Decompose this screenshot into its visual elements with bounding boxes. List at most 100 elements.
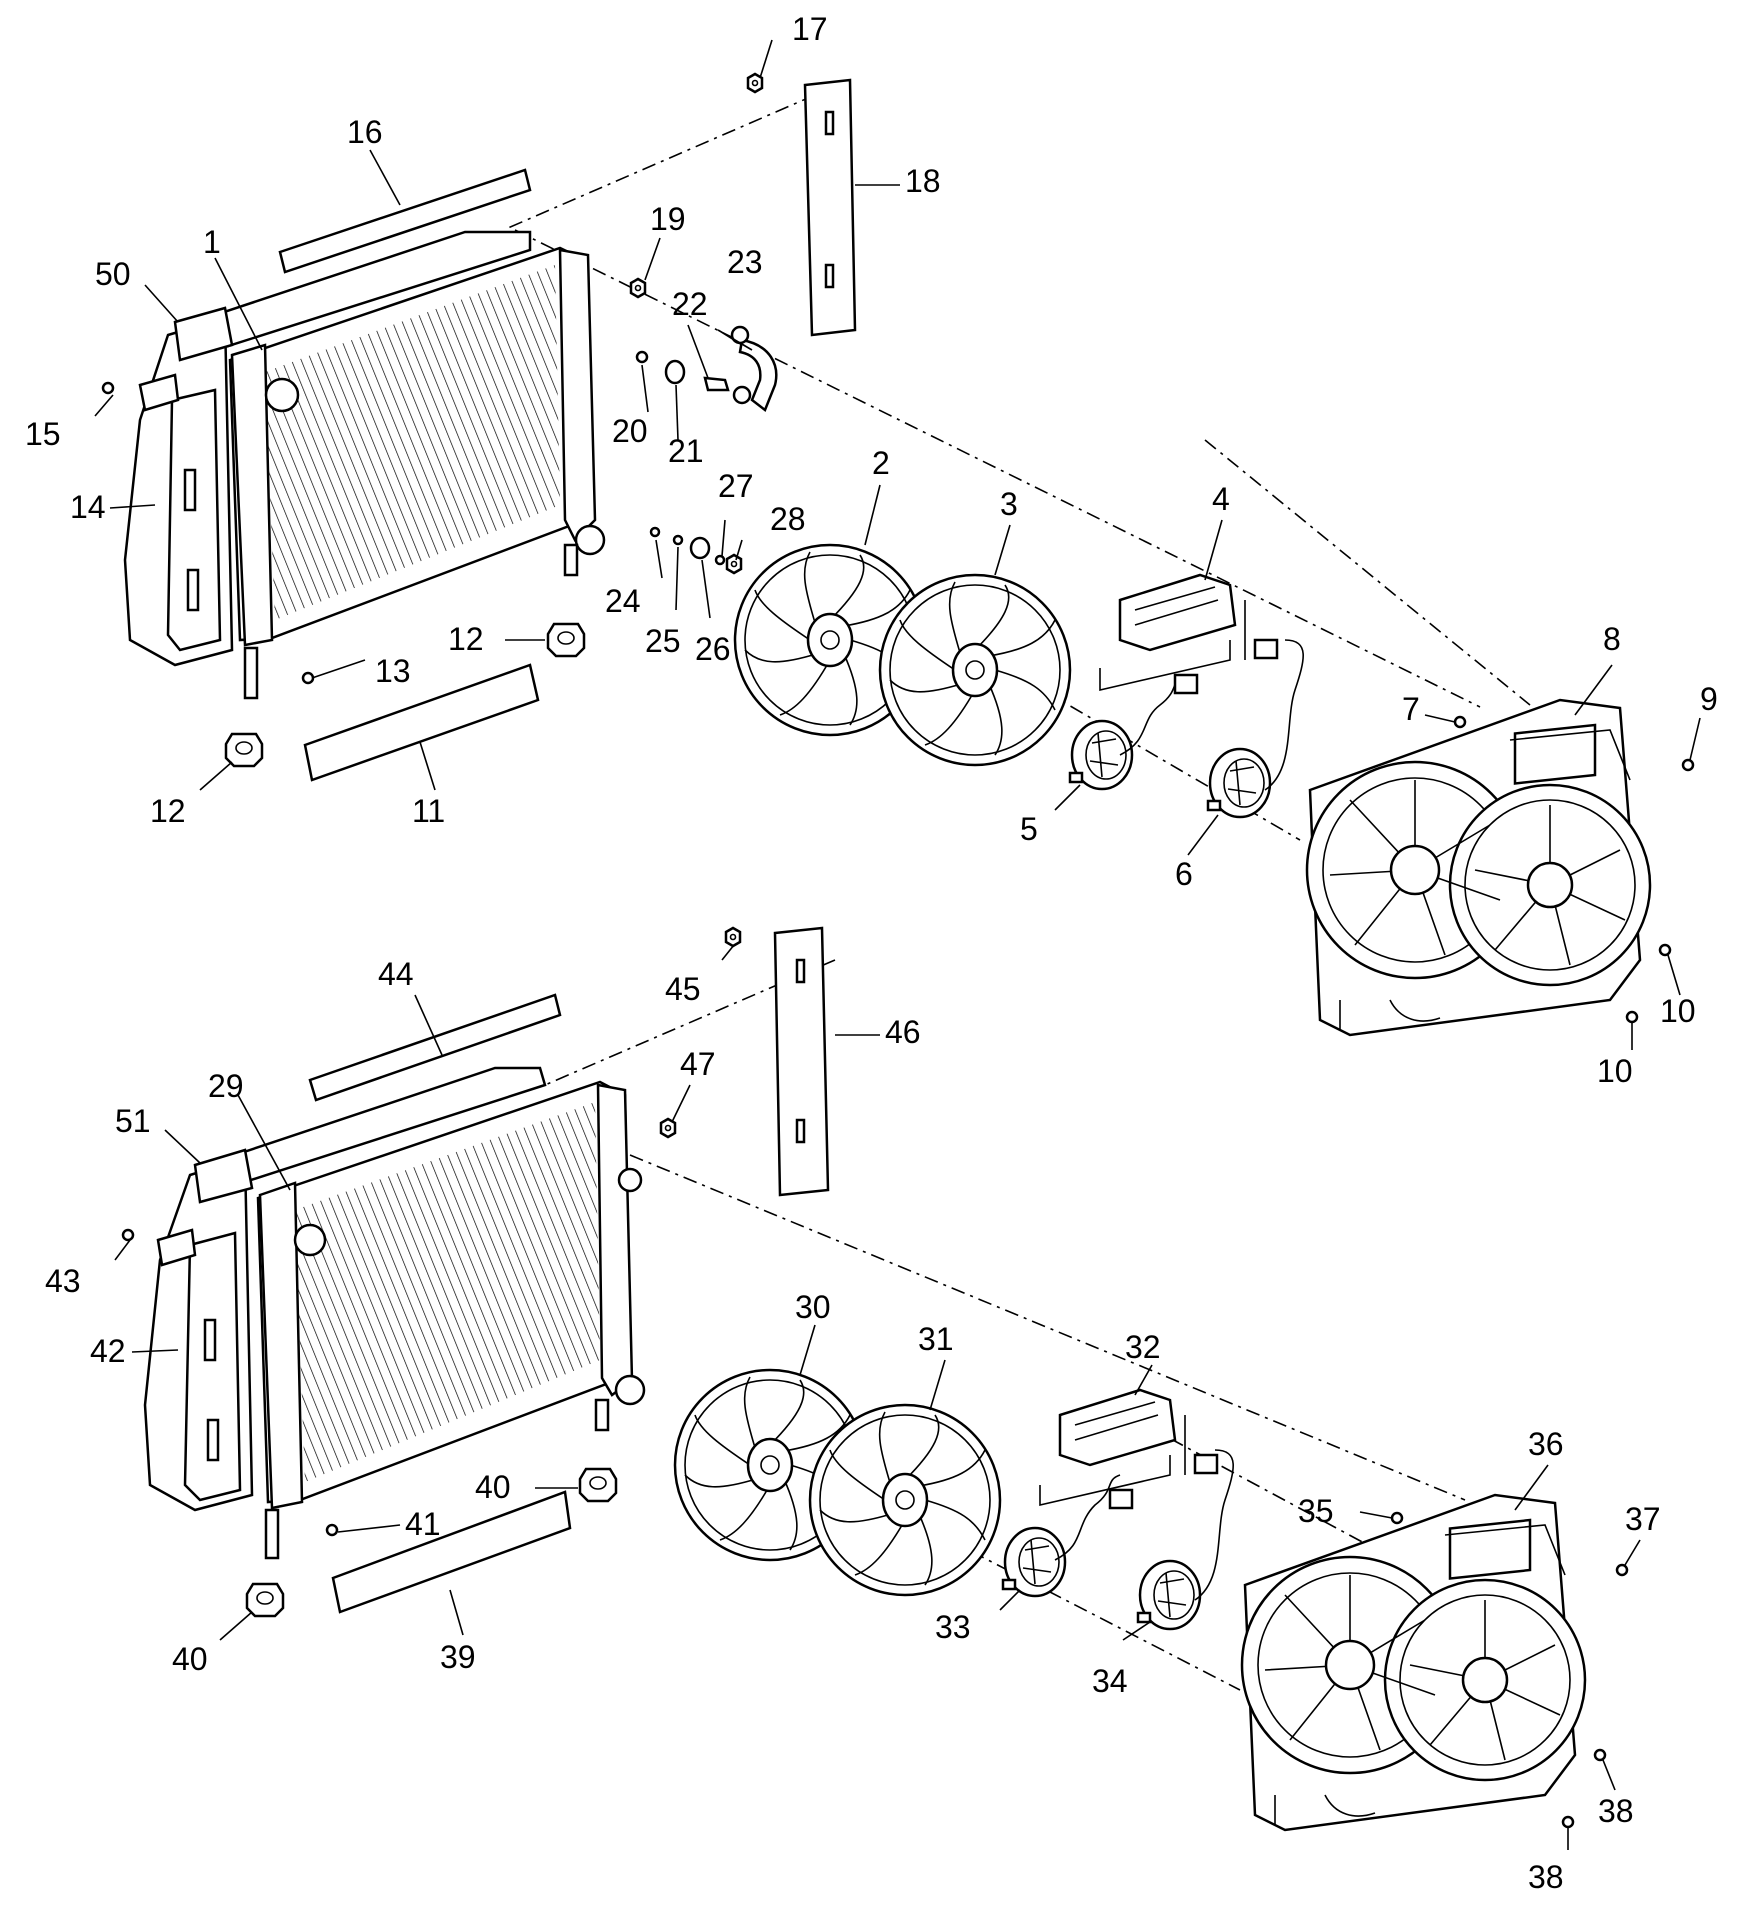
motor-harness (1194, 1449, 1234, 1601)
callout-11: 11 (412, 793, 445, 829)
upper-assembly (101, 72, 1695, 1037)
callout-6: 6 (1175, 856, 1193, 892)
mount-foot (224, 732, 264, 768)
bolt (1453, 715, 1467, 729)
bolt (325, 1523, 339, 1537)
mount-foot (546, 622, 586, 658)
callout-26: 26 (695, 631, 731, 667)
callout-28: 28 (770, 501, 806, 537)
callout-37: 37 (1625, 1501, 1661, 1537)
callout-23: 23 (727, 244, 763, 280)
callout-5: 5 (1020, 811, 1038, 847)
alignment-line (1204, 439, 1531, 706)
o-ring (649, 526, 661, 538)
callout-8: 8 (1603, 621, 1621, 657)
callout-33: 33 (935, 1609, 971, 1645)
o-ring (635, 350, 649, 364)
callout-10b: 10 (1597, 1053, 1633, 1089)
alignment-line (629, 1154, 1466, 1501)
nut (629, 277, 647, 299)
clamp (732, 385, 752, 405)
bracket (138, 373, 180, 412)
fan-controller (1039, 1388, 1219, 1510)
bolt (1561, 1815, 1575, 1829)
callout-12a: 12 (448, 621, 484, 657)
callout-34: 34 (1092, 1663, 1128, 1699)
callout-27: 27 (718, 468, 754, 504)
callout-43: 43 (45, 1263, 81, 1299)
bolt (1615, 1563, 1629, 1577)
callout-31: 31 (918, 1321, 954, 1357)
callout-10a: 10 (1660, 993, 1696, 1029)
bolt (1593, 1748, 1607, 1762)
callout-3: 3 (1000, 486, 1018, 522)
o-ring (672, 534, 684, 546)
mount-foot (578, 1467, 618, 1503)
drain-plug (703, 376, 730, 392)
radiator (228, 246, 606, 700)
callout-20: 20 (612, 413, 648, 449)
coolant-tank (143, 1148, 254, 1512)
hose (738, 338, 778, 412)
callout-9: 9 (1700, 681, 1718, 717)
callout-16: 16 (347, 114, 383, 150)
callout-24: 24 (605, 583, 641, 619)
callout-18: 18 (905, 163, 941, 199)
alignment-line (544, 959, 836, 1086)
callout-30: 30 (795, 1289, 831, 1325)
fan-blade (808, 1403, 1002, 1597)
bolt (1625, 1010, 1639, 1024)
callout-32: 32 (1125, 1329, 1161, 1365)
callout-44: 44 (378, 956, 414, 992)
fan-motor (1001, 1526, 1067, 1598)
callout-45: 45 (665, 971, 701, 1007)
fan-motor (1206, 747, 1272, 819)
callout-36: 36 (1528, 1426, 1564, 1462)
seal-strip-upper (278, 168, 532, 274)
callout-38b: 38 (1528, 1859, 1564, 1895)
mount-foot (245, 1582, 285, 1618)
callout-46: 46 (885, 1014, 921, 1050)
nut (724, 926, 742, 948)
callout-14: 14 (70, 489, 106, 525)
bolt (301, 671, 315, 685)
lower-assembly (121, 926, 1629, 1832)
bolt (1681, 758, 1695, 772)
callout-25: 25 (645, 623, 681, 659)
callout-42: 42 (90, 1333, 126, 1369)
bolt (1390, 1511, 1404, 1525)
bolt (1658, 943, 1672, 957)
seal-strip-lower (331, 1490, 572, 1614)
o-ring (714, 554, 726, 566)
seal-ring (664, 359, 686, 385)
alignment-line (514, 229, 1481, 708)
callouts: 1 2 3 4 5 6 7 8 9 10 10 11 12 12 13 14 1… (25, 11, 1718, 1895)
bracket (156, 1228, 197, 1267)
bracket-plate (773, 926, 830, 1197)
seal-strip-lower (303, 663, 540, 782)
fan-motor (1068, 719, 1134, 791)
fan-motor (1136, 1559, 1202, 1631)
callout-41: 41 (405, 1506, 441, 1542)
fan-shroud (1305, 698, 1652, 1037)
callout-17: 17 (792, 11, 828, 47)
alignment-line (507, 94, 816, 229)
seal-ring (689, 536, 711, 560)
callout-2: 2 (872, 445, 890, 481)
fan-shroud (1240, 1493, 1587, 1832)
motor-harness (1264, 639, 1304, 791)
callout-1: 1 (203, 224, 221, 260)
callout-39: 39 (440, 1639, 476, 1675)
callout-4: 4 (1212, 481, 1230, 517)
bolt (101, 381, 115, 395)
callout-15: 15 (25, 416, 61, 452)
fan-blade (878, 573, 1072, 767)
motor-harness (1054, 1474, 1121, 1561)
bolt (121, 1228, 135, 1242)
seal-strip-upper (308, 993, 562, 1102)
nut (725, 553, 743, 575)
fan-controller (1099, 573, 1279, 695)
bracket-plate (803, 78, 857, 337)
callout-51: 51 (115, 1103, 151, 1139)
